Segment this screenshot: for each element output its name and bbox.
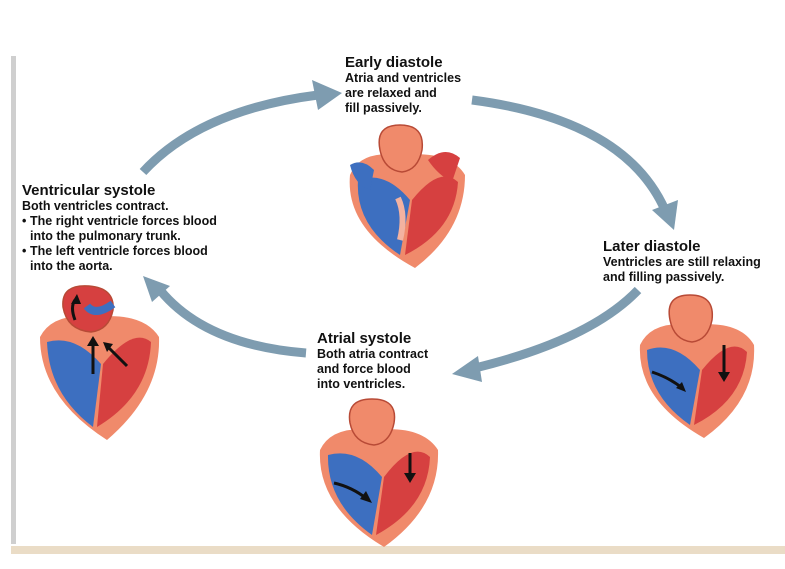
ventricular-systole-title: Ventricular systole bbox=[22, 182, 156, 199]
arrow-early-to-later-diastole bbox=[471, 95, 670, 212]
early-diastole-line-1: Atria and ventricles bbox=[345, 71, 462, 85]
early-diastole-title: Early diastole bbox=[345, 54, 443, 71]
heart-later-diastole bbox=[639, 294, 755, 438]
ventricular-systole-bullet-1: •The right ventricle forces blood bbox=[22, 214, 217, 228]
arrow-atrial-to-ventricular-systole bbox=[156, 287, 307, 358]
ventricular-systole-bullet-1-line-1: The right ventricle forces blood bbox=[30, 214, 217, 228]
atrial-systole-line-1: Both atria contract bbox=[317, 347, 429, 361]
atrial-systole-title: Atrial systole bbox=[317, 330, 412, 347]
arrow-later-diastole-to-atrial-systole bbox=[473, 286, 642, 373]
ventricular-systole-bullet-1-line-2: into the pulmonary trunk. bbox=[30, 229, 181, 243]
early-diastole-line-3: fill passively. bbox=[345, 101, 422, 115]
atrial-systole-line-3: into ventricles. bbox=[317, 377, 406, 391]
atrial-systole-description: Both atria contract and force blood into… bbox=[317, 347, 428, 392]
arrowhead-4 bbox=[143, 276, 170, 302]
ventricular-systole-bullet-2: •The left ventricle forces blood bbox=[22, 244, 208, 258]
later-diastole-line-2: and filling passively. bbox=[603, 270, 725, 284]
later-diastole-title: Later diastole bbox=[603, 238, 701, 255]
heart-early-diastole bbox=[349, 124, 465, 268]
atrial-systole-line-2: and force blood bbox=[317, 362, 411, 376]
arrowhead-2 bbox=[652, 200, 678, 230]
early-diastole-line-2: are relaxed and bbox=[345, 86, 437, 100]
ventricular-systole-label: Ventricular systole Both ventricles cont… bbox=[22, 182, 217, 274]
heart-atrial-systole bbox=[319, 398, 439, 547]
ventricular-systole-bullet-2-line-1: The left ventricle forces blood bbox=[30, 244, 208, 258]
later-diastole-line-1: Ventricles are still relaxing bbox=[603, 255, 761, 269]
slide-left-border bbox=[11, 56, 16, 544]
arrowhead-3 bbox=[452, 356, 482, 382]
ventricular-systole-bullet-2-line-2: into the aorta. bbox=[30, 259, 113, 273]
early-diastole-description: Atria and ventricles are relaxed and fil… bbox=[345, 71, 461, 116]
ventricular-systole-description: Both ventricles contract. •The right ven… bbox=[22, 199, 217, 274]
later-diastole-label: Later diastole Ventricles are still rela… bbox=[603, 238, 761, 285]
arrowhead-1 bbox=[312, 80, 342, 110]
ventricular-systole-intro: Both ventricles contract. bbox=[22, 199, 169, 213]
atrial-systole-label: Atrial systole Both atria contract and f… bbox=[317, 330, 428, 392]
heart-ventricular-systole bbox=[40, 285, 160, 440]
later-diastole-description: Ventricles are still relaxing and fillin… bbox=[603, 255, 761, 285]
arrow-systole-to-early-diastole bbox=[139, 90, 319, 176]
slide-bottom-border bbox=[11, 546, 785, 554]
early-diastole-label: Early diastole Atria and ventricles are … bbox=[345, 54, 461, 116]
